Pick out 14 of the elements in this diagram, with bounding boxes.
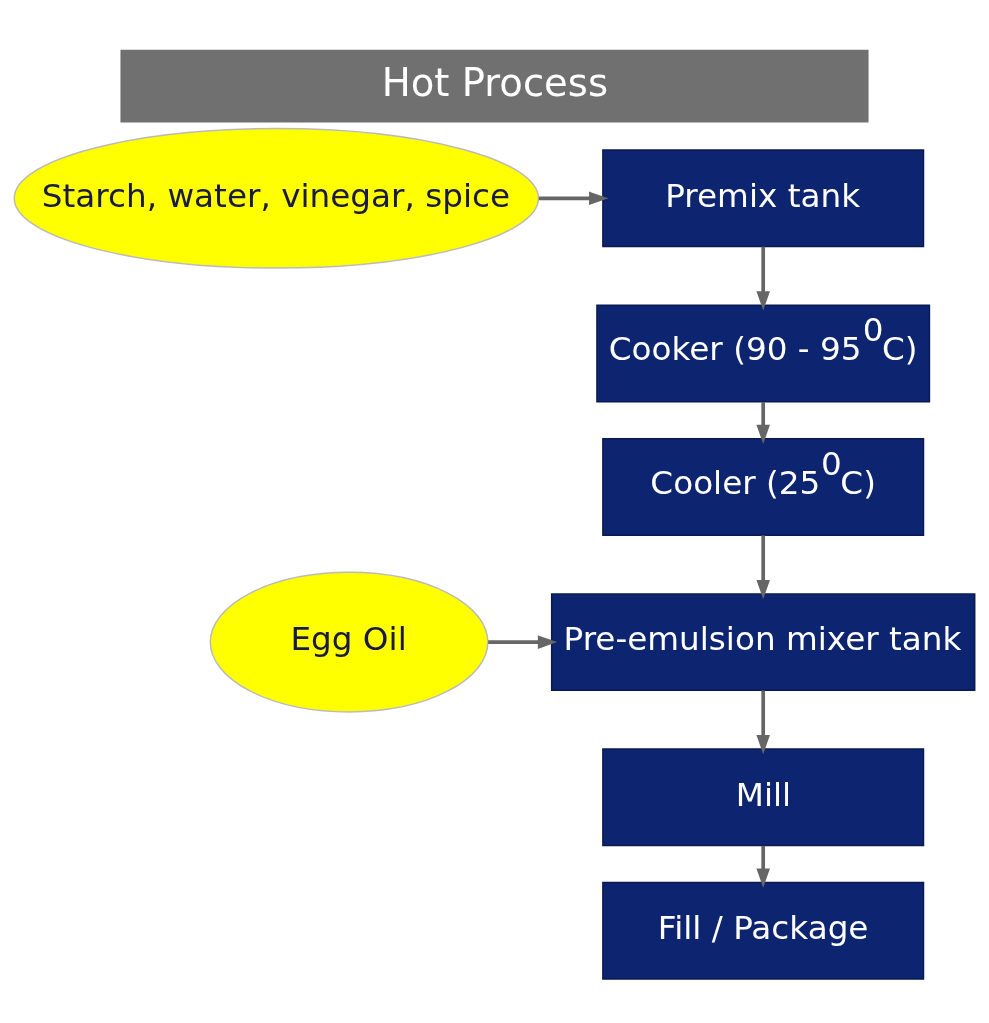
arrow: [488, 635, 558, 649]
node-ellipse: Starch, water, vinegar, spice: [13, 127, 540, 269]
node-box: Mill: [602, 748, 925, 847]
arrow: [756, 402, 770, 445]
diagram-title: Hot Process: [381, 60, 609, 106]
node-box: Fill / Package: [602, 881, 925, 980]
arrow: [756, 845, 770, 888]
node-ellipse: Egg Oil: [209, 571, 489, 713]
arrow: [538, 191, 609, 206]
arrow: [756, 246, 770, 311]
node-box: Pre-emulsion mixer tank: [550, 593, 976, 692]
arrow: [756, 690, 770, 755]
node-box: Premix tank: [602, 149, 925, 248]
arrow: [756, 535, 770, 600]
